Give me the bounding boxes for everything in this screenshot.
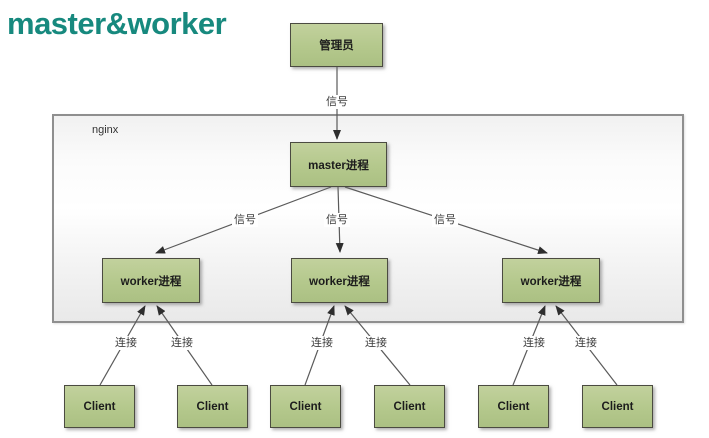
connect-edge-label: 连接 xyxy=(113,336,139,350)
worker-process-node: worker进程 xyxy=(102,258,200,303)
connect-edge-label: 连接 xyxy=(521,336,547,350)
client-node: Client xyxy=(478,385,549,428)
worker-process-node: worker进程 xyxy=(291,258,388,303)
connect-edge-label: 连接 xyxy=(169,336,195,350)
signal-edge-label: 信号 xyxy=(324,213,350,227)
client-node: Client xyxy=(64,385,135,428)
client-node: Client xyxy=(374,385,445,428)
connect-edge-label: 连接 xyxy=(573,336,599,350)
nginx-container-label: nginx xyxy=(92,124,119,136)
connect-edge-label: 连接 xyxy=(309,336,335,350)
admin-node: 管理员 xyxy=(290,23,383,67)
client-node: Client xyxy=(270,385,341,428)
signal-edge-label: 信号 xyxy=(324,95,350,109)
signal-edge-label: 信号 xyxy=(432,213,458,227)
connect-edge-label: 连接 xyxy=(363,336,389,350)
client-node: Client xyxy=(582,385,653,428)
page-title: master&worker xyxy=(7,6,227,41)
client-node: Client xyxy=(177,385,248,428)
signal-edge-label: 信号 xyxy=(232,213,258,227)
master-process-node: master进程 xyxy=(290,142,387,187)
worker-process-node: worker进程 xyxy=(502,258,600,303)
